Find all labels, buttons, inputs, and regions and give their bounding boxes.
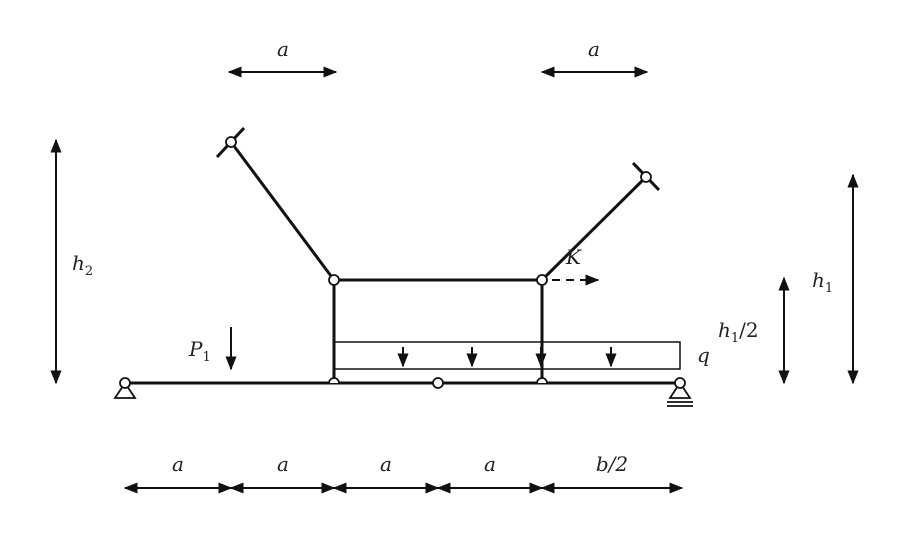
bottom-dim-label: a (380, 452, 392, 476)
hinge-right-tip (640, 171, 652, 183)
hinge-frame-right (536, 274, 548, 286)
p1-label: P1 (188, 337, 211, 365)
hinge-left-tip (225, 136, 237, 148)
bottom-dim-label: b/2 (596, 452, 628, 476)
h1-label: h1 (812, 268, 833, 296)
k-label: K (565, 245, 582, 269)
h1-half-label: h1/2 (718, 318, 759, 346)
right-inclined-member (540, 175, 648, 282)
left-inclined-member (229, 141, 336, 281)
bottom-dim-label: a (484, 452, 496, 476)
top-right-dim-label: a (588, 37, 600, 61)
roller-support-right (667, 377, 693, 407)
pin-support-left (113, 377, 137, 399)
hinge-frame-left (328, 274, 340, 286)
hinge-column-left-base (328, 377, 340, 384)
q-label: q (697, 343, 710, 367)
top-left-dim-label: a (277, 37, 289, 61)
bottom-dim-label: a (277, 452, 289, 476)
bottom-dim-label: a (172, 452, 184, 476)
hinge-beam-mid (432, 377, 444, 389)
hinge-column-right-base (536, 377, 548, 384)
h2-label: h2 (72, 251, 93, 279)
distributed-load-box (333, 341, 681, 370)
